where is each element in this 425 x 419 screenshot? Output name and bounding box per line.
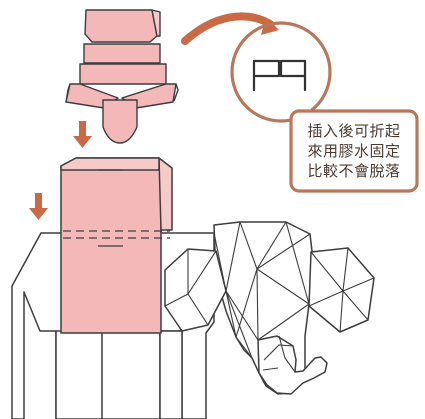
elephant-left-leg [56,331,102,419]
instruction-line-1: 插入後可折起 [307,122,400,141]
down-arrow-top [73,121,92,148]
top-pink-piece-middle [84,44,160,63]
top-pink-piece-upper-tab [85,10,157,42]
elephant-front-leg-right [160,331,182,419]
down-arrow-left [29,193,48,220]
tab-insert-icon [254,61,305,90]
instruction-line-3: 比較不會脫落 [307,162,400,181]
elephant-left-ear [165,249,226,331]
instruction-line-2: 來用膠水固定 [307,142,400,161]
instruction-text: 插入後可折起 來用膠水固定 比較不會脫落 [291,111,417,191]
pink-body-top-face [61,158,159,170]
curved-arrow-icon [185,16,279,41]
top-pink-piece-lower-band [80,64,166,84]
top-pink-piece-center-tab [103,100,137,143]
pink-body-right-side [159,158,172,230]
